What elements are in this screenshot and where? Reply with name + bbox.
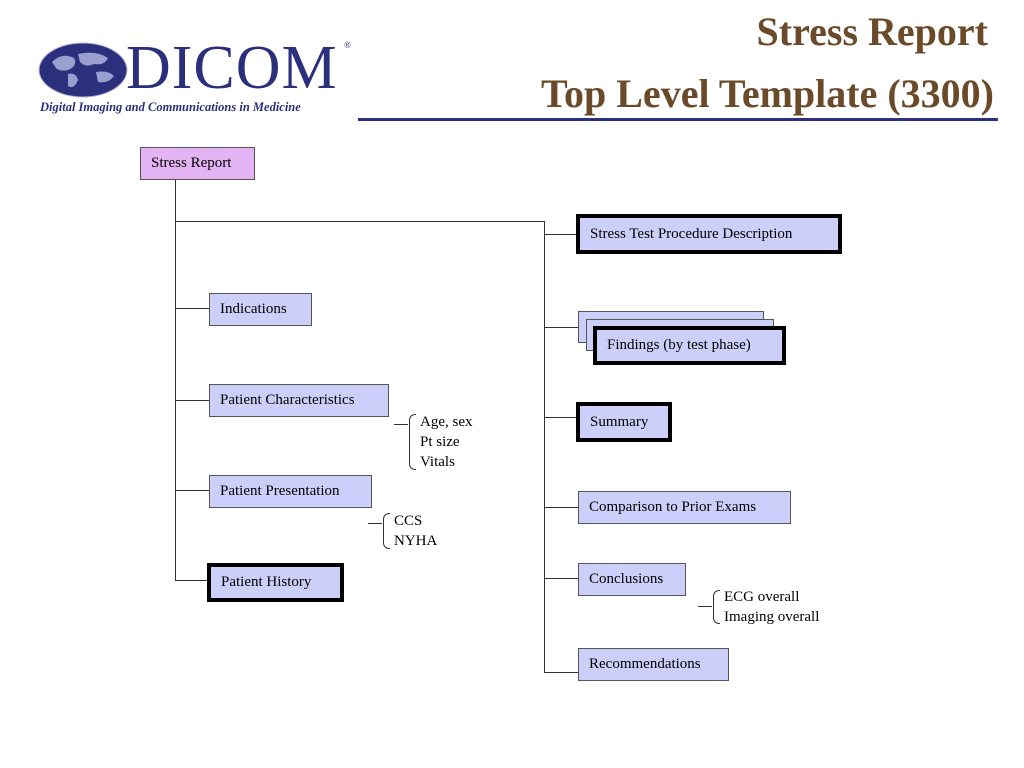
logo-tagline: Digital Imaging and Communications in Me… bbox=[40, 100, 301, 114]
connector-recommendations bbox=[544, 672, 578, 673]
note-item: NYHA bbox=[394, 533, 438, 549]
connector-indications bbox=[175, 308, 209, 309]
note-item: Age, sex bbox=[420, 414, 473, 430]
page-title-line2: Top Level Template (3300) bbox=[541, 71, 994, 116]
node-patient-history: Patient History bbox=[207, 563, 344, 602]
brace-conclusions bbox=[713, 590, 720, 624]
connector-conclusions bbox=[544, 578, 578, 579]
node-stress-report: Stress Report bbox=[140, 147, 255, 180]
brace-patient-presentation bbox=[383, 513, 390, 549]
node-findings-by-test-phase: Findings (by test phase) bbox=[593, 326, 786, 365]
node-recommendations: Recommendations bbox=[578, 648, 729, 681]
note-tick-patient-characteristics bbox=[394, 424, 408, 425]
connector-patient-presentation bbox=[175, 490, 209, 491]
note-tick-patient-presentation bbox=[368, 523, 382, 524]
note-item: ECG overall bbox=[724, 589, 800, 605]
node-patient-characteristics: Patient Characteristics bbox=[209, 384, 389, 417]
connector-patient-characteristics bbox=[175, 400, 209, 401]
connector-summary bbox=[544, 417, 578, 418]
note-item: Vitals bbox=[420, 454, 455, 470]
note-patient-presentation: CCS NYHA bbox=[394, 511, 437, 551]
dicom-logo: DICOM ® Digital Imaging and Communicatio… bbox=[38, 34, 358, 122]
right-trunk-line bbox=[544, 221, 545, 672]
left-trunk-line bbox=[175, 179, 176, 580]
connector-patient-history bbox=[175, 580, 209, 581]
node-patient-presentation: Patient Presentation bbox=[209, 475, 372, 508]
title-underline bbox=[358, 118, 998, 121]
connector-comparison bbox=[544, 507, 578, 508]
node-stress-test-procedure-description: Stress Test Procedure Description bbox=[576, 214, 842, 254]
root-to-right-branch-line bbox=[175, 221, 544, 222]
registered-mark: ® bbox=[344, 40, 351, 50]
note-tick-conclusions bbox=[698, 606, 712, 607]
note-patient-characteristics: Age, sex Pt size Vitals bbox=[420, 412, 473, 472]
connector-findings bbox=[544, 327, 578, 328]
connector-stress-test-procedure bbox=[544, 234, 578, 235]
logo-wordmark: DICOM bbox=[126, 34, 338, 102]
node-conclusions: Conclusions bbox=[578, 563, 686, 596]
page-title-line1: Stress Report bbox=[756, 9, 988, 54]
node-summary: Summary bbox=[576, 402, 672, 442]
note-item: Imaging overall bbox=[724, 609, 820, 625]
node-indications: Indications bbox=[209, 293, 312, 326]
brace-patient-characteristics bbox=[409, 414, 416, 470]
note-item: CCS bbox=[394, 513, 423, 529]
globe-icon bbox=[38, 42, 128, 98]
note-item: Pt size bbox=[420, 434, 460, 450]
note-conclusions: ECG overall Imaging overall bbox=[724, 587, 819, 627]
node-comparison-to-prior-exams: Comparison to Prior Exams bbox=[578, 491, 791, 524]
